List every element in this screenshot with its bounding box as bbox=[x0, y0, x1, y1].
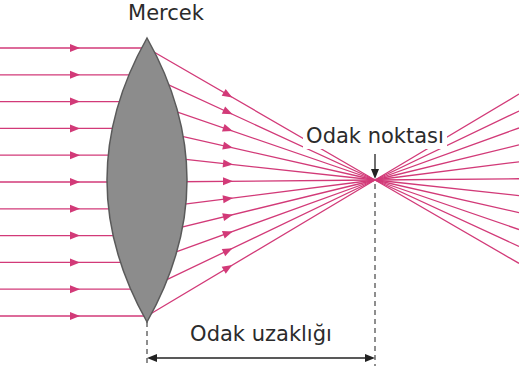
dimension-arrow bbox=[147, 354, 157, 362]
refracted-ray bbox=[147, 75, 519, 247]
refracted-ray bbox=[147, 162, 519, 209]
ray-arrow bbox=[222, 89, 233, 97]
refracted-ray bbox=[147, 102, 519, 230]
ray-arrow bbox=[222, 142, 233, 150]
ray-arrow bbox=[223, 159, 233, 167]
ray-arrow bbox=[222, 248, 233, 256]
ray-arrow bbox=[70, 124, 80, 132]
light-rays bbox=[0, 44, 519, 320]
refracted-ray bbox=[147, 179, 519, 182]
ray-arrow bbox=[70, 285, 80, 293]
ray-arrow bbox=[70, 98, 80, 106]
ray-arrow bbox=[222, 106, 233, 114]
ray-arrow bbox=[222, 231, 233, 239]
ray-arrow bbox=[223, 177, 233, 185]
refracted-ray bbox=[147, 48, 519, 263]
ray-arrow bbox=[70, 232, 80, 240]
refracted-ray bbox=[147, 94, 519, 316]
focus-guide bbox=[374, 184, 375, 366]
lens-label: Mercek bbox=[125, 1, 207, 26]
focal-length-label: Odak uzaklığı bbox=[187, 322, 335, 347]
convex-lens bbox=[107, 38, 187, 322]
lens-axis-guide bbox=[146, 322, 147, 366]
focal-point-label: Odak noktası bbox=[303, 124, 447, 149]
refracted-ray bbox=[147, 145, 519, 236]
ray-arrow bbox=[222, 124, 233, 132]
dimension-arrow bbox=[365, 354, 375, 362]
ray-arrow bbox=[70, 205, 80, 213]
ray-arrow bbox=[70, 44, 80, 52]
ray-arrow bbox=[70, 178, 80, 186]
ray-arrow bbox=[222, 213, 233, 221]
dimension-line bbox=[153, 357, 369, 358]
focus-pointer-head bbox=[371, 169, 379, 179]
ray-arrow bbox=[70, 71, 80, 79]
ray-arrow bbox=[70, 151, 80, 159]
ray-arrow bbox=[70, 258, 80, 266]
refracted-ray bbox=[147, 111, 519, 289]
ray-arrow bbox=[223, 195, 233, 203]
ray-arrow bbox=[222, 265, 233, 274]
ray-arrow bbox=[70, 312, 80, 320]
